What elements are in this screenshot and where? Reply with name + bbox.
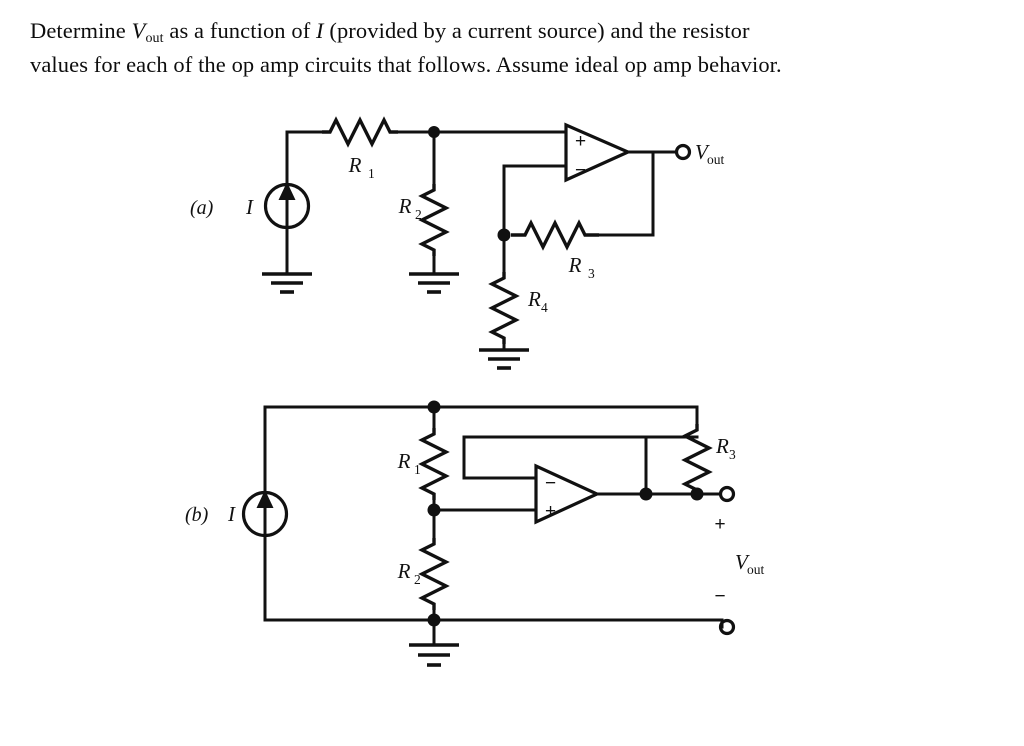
- prompt-determine: Determine: [30, 18, 132, 43]
- opamp-a-minus-input-label: −: [575, 160, 586, 181]
- output-polarity-minus-b: −: [714, 586, 725, 607]
- prompt-line-two: values for each of the op amp circuits t…: [30, 52, 782, 77]
- junction-node-b5: [690, 487, 704, 501]
- resistor-r1-sub-b: 1: [414, 462, 421, 477]
- resistor-r1-sub-a: 1: [368, 166, 375, 181]
- output-polarity-plus-b: +: [714, 514, 725, 535]
- opamp-b-minus-input-label: −: [545, 473, 556, 494]
- wire-a-opamp-minus-feedback: [502, 164, 568, 237]
- output-label-a: V: [695, 140, 710, 164]
- resistor-r1-label-b: R: [397, 449, 411, 473]
- resistor-r2-sub-a: 2: [415, 207, 422, 222]
- output-terminal-a: [674, 143, 692, 161]
- wire-b-feedback-loop: [462, 435, 699, 480]
- resistor-r3-b: R 3: [681, 405, 736, 494]
- prompt-as-function-of: as a function of: [163, 18, 317, 43]
- part-label-b: (b): [185, 504, 209, 526]
- opamp-b-plus-input-label: +: [545, 501, 556, 522]
- ground-symbol-a3: [479, 348, 529, 370]
- prompt-current-symbol: I: [316, 18, 324, 43]
- resistor-r4-sub-a: 4: [541, 300, 548, 315]
- resistor-r4-a: R 4: [488, 233, 548, 352]
- output-sublabel-a: out: [707, 152, 725, 167]
- ground-symbol-a2: [409, 272, 459, 294]
- junction-node-b1: [427, 400, 441, 414]
- resistor-r3-label-a: R: [568, 253, 582, 277]
- circuit-a: (a) I R 1: [190, 116, 725, 370]
- resistor-r2-b: R 2: [397, 498, 450, 622]
- resistor-r2-a: R 2: [398, 130, 450, 276]
- current-source-label-b: I: [227, 502, 236, 526]
- current-source-b: [241, 405, 289, 622]
- opamp-b: − +: [534, 463, 601, 525]
- resistor-r1-label-a: R: [348, 153, 362, 177]
- resistor-r3-sub-b: 3: [729, 447, 736, 462]
- current-source-a: [263, 130, 311, 264]
- opamp-a: + −: [564, 122, 632, 183]
- resistor-r1-a: R 1: [322, 116, 398, 181]
- ground-symbol-b1: [409, 620, 459, 667]
- ground-symbol-a1: [262, 262, 312, 294]
- output-terminal-b-plus: [718, 485, 736, 503]
- prompt-vout-subscript: out: [145, 31, 164, 46]
- resistor-r2-label-a: R: [398, 194, 412, 218]
- wire-a-feedback-down: [639, 150, 655, 237]
- part-label-a: (a): [190, 197, 214, 219]
- resistor-r3-sub-a: 3: [588, 266, 595, 281]
- problem-statement: Determine Vout as a function of I (provi…: [30, 16, 995, 80]
- current-source-label-a: I: [245, 195, 254, 219]
- prompt-vout-symbol: V: [131, 18, 146, 43]
- output-label-b: V: [735, 550, 750, 574]
- resistor-r3-label-b: R: [715, 434, 729, 458]
- junction-node-b4: [639, 487, 653, 501]
- resistor-r1-b: R 1: [397, 405, 450, 500]
- circuit-b: (b) I R 1: [185, 400, 765, 667]
- output-sublabel-b: out: [747, 562, 765, 577]
- resistor-r4-label-a: R: [527, 287, 541, 311]
- resistor-r3-a: R 3: [511, 219, 647, 281]
- opamp-a-plus-input-label: +: [575, 131, 586, 152]
- prompt-provided-by: (provided by a current source) and the r…: [323, 18, 750, 43]
- resistor-r2-label-b: R: [397, 559, 411, 583]
- resistor-r2-sub-b: 2: [414, 572, 421, 587]
